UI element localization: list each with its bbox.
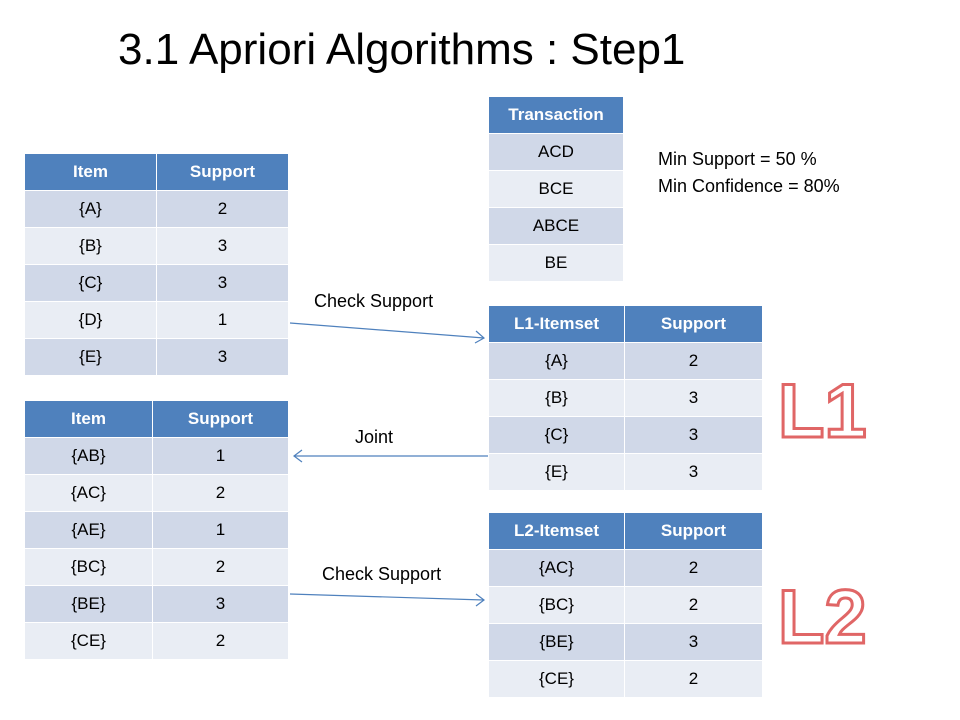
item-header: Item <box>24 400 153 438</box>
table-row: {CE}2 <box>488 660 763 698</box>
slide-title: 3.1 Apriori Algorithms : Step1 <box>118 25 686 74</box>
transaction-table: Transaction ACD BCE ABCE BE <box>488 96 624 282</box>
item-cell: {B} <box>24 227 157 265</box>
table-row: ABCE <box>488 207 624 245</box>
itemset-cell: {A} <box>488 342 625 380</box>
support-cell: 1 <box>156 301 289 339</box>
item-cell: {CE} <box>24 622 153 660</box>
itemset-header: L2-Itemset <box>488 512 625 550</box>
support-cell: 2 <box>156 190 289 228</box>
transaction-header: Transaction <box>488 96 624 134</box>
support-header: Support <box>624 305 763 343</box>
itemset-cell: {BE} <box>488 623 625 661</box>
item-cell: {AC} <box>24 474 153 512</box>
item-cell: {E} <box>24 338 157 376</box>
check-support-arrow-1 <box>289 322 486 344</box>
item-cell: {AB} <box>24 437 153 475</box>
itemset-cell: {B} <box>488 379 625 417</box>
transaction-cell: ABCE <box>488 207 624 245</box>
transaction-cell: BE <box>488 244 624 282</box>
support-cell: 2 <box>624 549 763 587</box>
table-row: ACD <box>488 133 624 171</box>
support-cell: 3 <box>156 264 289 302</box>
c2-item-table: Item Support {AB}1 {AC}2 {AE}1 {BC}2 {BE… <box>24 400 289 660</box>
l2-itemset-table: L2-Itemset Support {AC}2 {BC}2 {BE}3 {CE… <box>488 512 763 698</box>
item-cell: {C} <box>24 264 157 302</box>
joint-arrow <box>293 449 488 463</box>
l1-itemset-table: L1-Itemset Support {A}2 {B}3 {C}3 {E}3 <box>488 305 763 491</box>
table-row: {A}2 <box>488 342 763 380</box>
item-cell: {A} <box>24 190 157 228</box>
support-cell: 3 <box>624 623 763 661</box>
table-row: BCE <box>488 170 624 208</box>
min-confidence-text: Min Confidence = 80% <box>658 176 840 196</box>
support-header: Support <box>624 512 763 550</box>
itemset-cell: {C} <box>488 416 625 454</box>
support-cell: 2 <box>624 660 763 698</box>
table-row: {E}3 <box>24 338 289 376</box>
table-row: {E}3 <box>488 453 763 491</box>
support-header: Support <box>152 400 289 438</box>
support-cell: 3 <box>156 227 289 265</box>
table-row: {CE}2 <box>24 622 289 660</box>
transaction-cell: ACD <box>488 133 624 171</box>
transaction-cell: BCE <box>488 170 624 208</box>
itemset-header: L1-Itemset <box>488 305 625 343</box>
support-cell: 2 <box>152 548 289 586</box>
check-support-label: Check Support <box>322 564 442 584</box>
itemset-cell: {E} <box>488 453 625 491</box>
table-row: {A}2 <box>24 190 289 228</box>
table-row: {C}3 <box>488 416 763 454</box>
item-header: Item <box>24 153 157 191</box>
support-cell: 3 <box>624 416 763 454</box>
l1-label: L1 <box>777 369 869 454</box>
table-row: {AC}2 <box>488 549 763 587</box>
check-support-arrow-2 <box>289 593 485 607</box>
support-cell: 2 <box>624 342 763 380</box>
table-row: BE <box>488 244 624 282</box>
support-cell: 2 <box>152 474 289 512</box>
itemset-cell: {CE} <box>488 660 625 698</box>
c1-item-table: Item Support {A}2 {B}3 {C}3 {D}1 {E}3 <box>24 153 289 376</box>
support-cell: 1 <box>152 437 289 475</box>
l2-label: L2 <box>777 575 869 660</box>
support-cell: 3 <box>152 585 289 623</box>
table-row: {AC}2 <box>24 474 289 512</box>
table-row: {B}3 <box>24 227 289 265</box>
joint-label: Joint <box>355 427 394 447</box>
table-row: {AE}1 <box>24 511 289 549</box>
itemset-cell: {BC} <box>488 586 625 624</box>
itemset-cell: {AC} <box>488 549 625 587</box>
table-row: {C}3 <box>24 264 289 302</box>
table-row: {BE}3 <box>488 623 763 661</box>
table-row: {AB}1 <box>24 437 289 475</box>
item-cell: {BE} <box>24 585 153 623</box>
item-cell: {AE} <box>24 511 153 549</box>
support-cell: 2 <box>152 622 289 660</box>
support-cell: 3 <box>156 338 289 376</box>
min-support-text: Min Support = 50 % <box>658 149 817 169</box>
table-row: {BE}3 <box>24 585 289 623</box>
support-cell: 3 <box>624 453 763 491</box>
check-support-label: Check Support <box>314 291 434 311</box>
